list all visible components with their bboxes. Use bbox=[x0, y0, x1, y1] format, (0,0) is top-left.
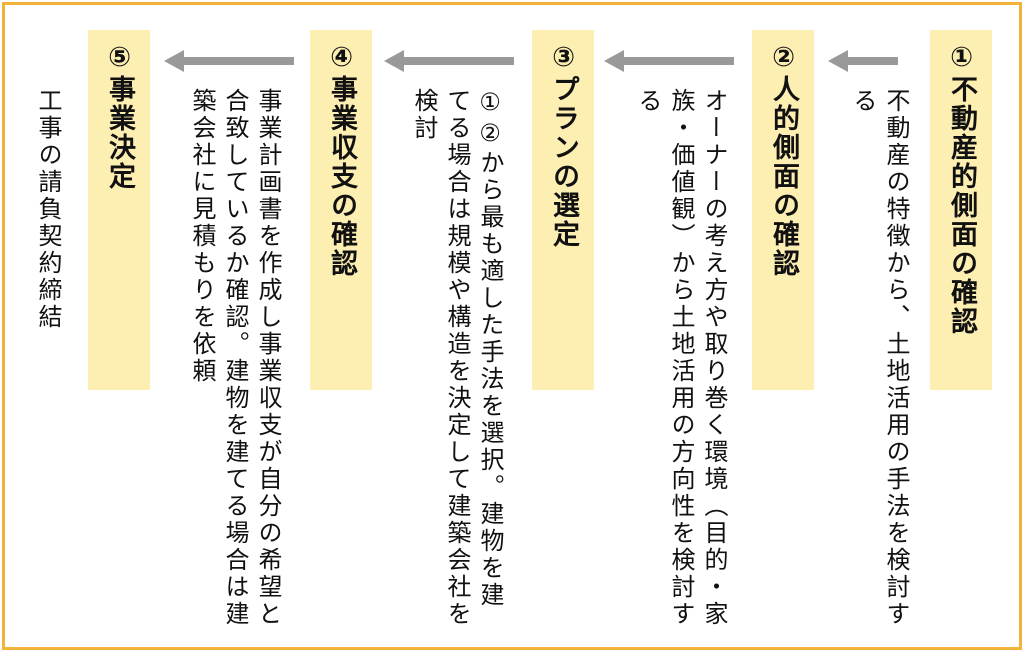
left-arrow-icon bbox=[384, 50, 514, 72]
left-arrow-icon bbox=[604, 50, 734, 72]
step-1-title: ①不動産的側面の確認 bbox=[946, 42, 977, 336]
left-arrow-icon bbox=[828, 50, 898, 72]
step-1-description: 不動産の特徴から、土地活用の手法を検討する bbox=[849, 88, 910, 628]
step-5-description: 工事の請負契約締結 bbox=[34, 88, 62, 331]
step-5-header: ⑤事業決定 bbox=[88, 30, 150, 390]
step-2-description: オーナーの考え方や取り巻く環境（目的・家族・価値観）から土地活用の方向性を検討す… bbox=[634, 88, 728, 628]
step-3-title: ③プランの選定 bbox=[548, 42, 579, 249]
step-1-header: ①不動産的側面の確認 bbox=[930, 30, 992, 390]
step-4-description: 事業計画書を作成し事業収支が自分の希望と合致しているか確認。建物を建てる場合は建… bbox=[188, 88, 282, 628]
step-5-title: ⑤事業決定 bbox=[104, 42, 135, 191]
step-3-description: ①②から最も適した手法を選択。建物を建てる場合は規模や構造を決定して建築会社を検… bbox=[410, 88, 504, 628]
step-2-title: ②人的側面の確認 bbox=[768, 42, 799, 278]
step-4-header: ④事業収支の確認 bbox=[310, 30, 372, 390]
step-3-header: ③プランの選定 bbox=[532, 30, 594, 390]
left-arrow-icon bbox=[164, 50, 294, 72]
step-4-title: ④事業収支の確認 bbox=[326, 42, 357, 278]
step-2-header: ②人的側面の確認 bbox=[752, 30, 814, 390]
